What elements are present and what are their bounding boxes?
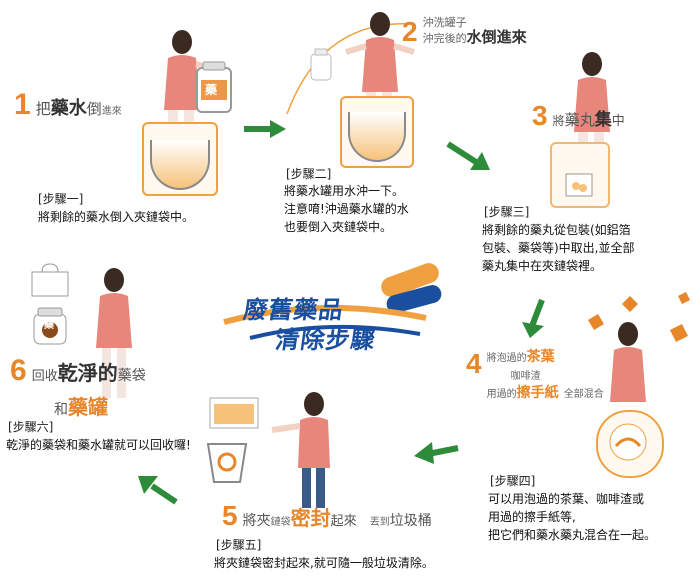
step2-text-line: 將藥水罐用水沖一下。 [284,184,405,198]
step1-text: 將剩餘的藥水倒入夾鏈袋中。 [38,210,195,224]
step2-label: [步驟二] [286,167,332,181]
pot-icon-2 [348,112,406,162]
step2-title-line2b: 水倒進來 [466,28,527,46]
step6-title-d: 和 [54,402,68,418]
step4-title-c: 咖啡渣 [510,371,541,382]
step4-text-line: 可以用泡過的茶葉、咖啡渣或 [488,492,645,506]
arrow-right-icon [244,120,286,138]
capsule-pills-icon [381,263,442,313]
step5-title-c: 密封 [290,506,331,530]
step1-title: 1 把藥水倒進來 [14,88,122,122]
step6-title-c: 藥袋 [117,368,146,384]
step4-text-line: 用過的擦手紙等, [488,510,576,524]
step1-title-c: 倒 [86,100,102,118]
step4-title-f: 全部混合 [563,389,604,400]
step1-title-d: 進來 [101,106,122,117]
step6-number: 6 [10,354,27,387]
step1-title-a: 把 [35,100,51,118]
step4-title-e: 擦手紙 [516,385,559,401]
step3-text: 將剩餘的藥丸從包裝(如鋁箔 包裝、藥袋等)中取出,並全部 藥丸集中在夾鏈袋裡。 [482,221,635,275]
arrow-up-left-icon [138,476,178,505]
step6-title-e: 藥罐 [68,395,108,419]
trash-can-icon [206,443,248,483]
step3-number: 3 [532,100,548,131]
step4-title-a: 將泡過的 [486,353,527,364]
step1-number: 1 [14,88,31,121]
tea-leaves-icon [588,292,690,342]
step5-label: [步驟五] [216,538,262,552]
step6-title-b: 乾淨的 [57,361,118,385]
arrow-down-right-icon [446,141,490,170]
arrow-left-icon [414,442,459,464]
step2-number: 2 [402,16,418,47]
step1-label: [步驟一] [38,192,84,206]
step5-title-d: 起來 [330,514,357,529]
person-figure-step6 [96,268,132,398]
pot-icon [150,140,210,190]
step5-number: 5 [222,500,238,531]
step6-title-a: 回收 [31,369,58,384]
arc-decoration [286,23,413,115]
arrow-down-icon [522,298,545,338]
step5-title: 5 將夾鏈袋密封起來 丟到垃圾桶 [222,500,432,532]
medicine-jar-icon [33,307,67,345]
step4-label: [步驟四] [490,474,536,488]
step4-title-b: 茶葉 [526,349,555,365]
person-figure-step5 [271,392,330,508]
medicine-bottle-icon [196,61,232,113]
step4-number: 4 [466,348,482,379]
step3-text-line: 包裝、藥袋等)中取出,並全部 [482,241,635,255]
step3-title-c: 集 [594,110,612,130]
step2-title-line1: 沖洗罐子 [422,16,467,29]
step3-title-b: 藥丸 [564,111,595,129]
person-figure-step4 [610,322,646,402]
step6-label: [步驟六] [8,420,54,434]
step3-title: 3 將藥丸集中 [532,100,625,132]
rinse-bottle-icon [310,48,332,81]
step5-title-b: 鏈袋 [270,517,291,528]
step3-title-d: 中 [611,114,625,129]
step5-title-f: 垃圾桶 [389,513,432,529]
medicine-bag-icon [31,263,69,297]
bottle-label: 藥 [205,83,218,97]
step6-title: 6 回收乾淨的藥袋 和藥罐 [10,356,146,425]
step5-text: 將夾鏈袋密封起來,就可隨一般垃圾清除。 [214,556,434,570]
step2-title-line2a: 沖完後的 [422,32,467,45]
step3-title-a: 將 [552,114,565,128]
step4-text: 可以用泡過的茶葉、咖啡渣或 用過的擦手紙等, 把它們和藥水藥丸混合在一起。 [488,490,656,544]
step6-text: 乾淨的藥袋和藥水罐就可以回收囉! [6,438,191,452]
step2-text-line: 也要倒入夾鏈袋中。 [284,220,393,234]
step3-label: [步驟三] [484,205,530,219]
center-title-line2: 清除步驟 [273,326,378,354]
swoosh-decoration [223,304,427,340]
step5-title-a: 將夾 [242,513,271,529]
step4-text-line: 把它們和藥水藥丸混合在一起。 [488,528,657,542]
step2-text-line: 注意唷!沖過藥水罐的水 [284,202,409,216]
step4-title-d: 用過的 [486,389,517,400]
step3-text-line: 將剩餘的藥丸從包裝(如鋁箔 [482,223,631,237]
step2-text: 將藥水罐用水沖一下。 注意唷!沖過藥水罐的水 也要倒入夾鏈袋中。 [284,182,409,236]
step2-title: 2 沖洗罐子 沖完後的水倒進來 [402,16,527,48]
pill-bag-icon [565,173,593,197]
step5-title-e: 丟到 [369,517,390,528]
step3-text-line: 藥丸集中在夾鏈袋裡。 [482,259,603,273]
zip-bag-icon [209,397,259,429]
step4-title: 4 將泡過的茶葉 咖啡渣 用過的擦手紙 全部混合 [466,350,604,402]
jar-label: 藥 [44,320,54,331]
tissue-mix-icon [609,423,647,461]
step1-title-b: 藥水 [50,98,87,119]
